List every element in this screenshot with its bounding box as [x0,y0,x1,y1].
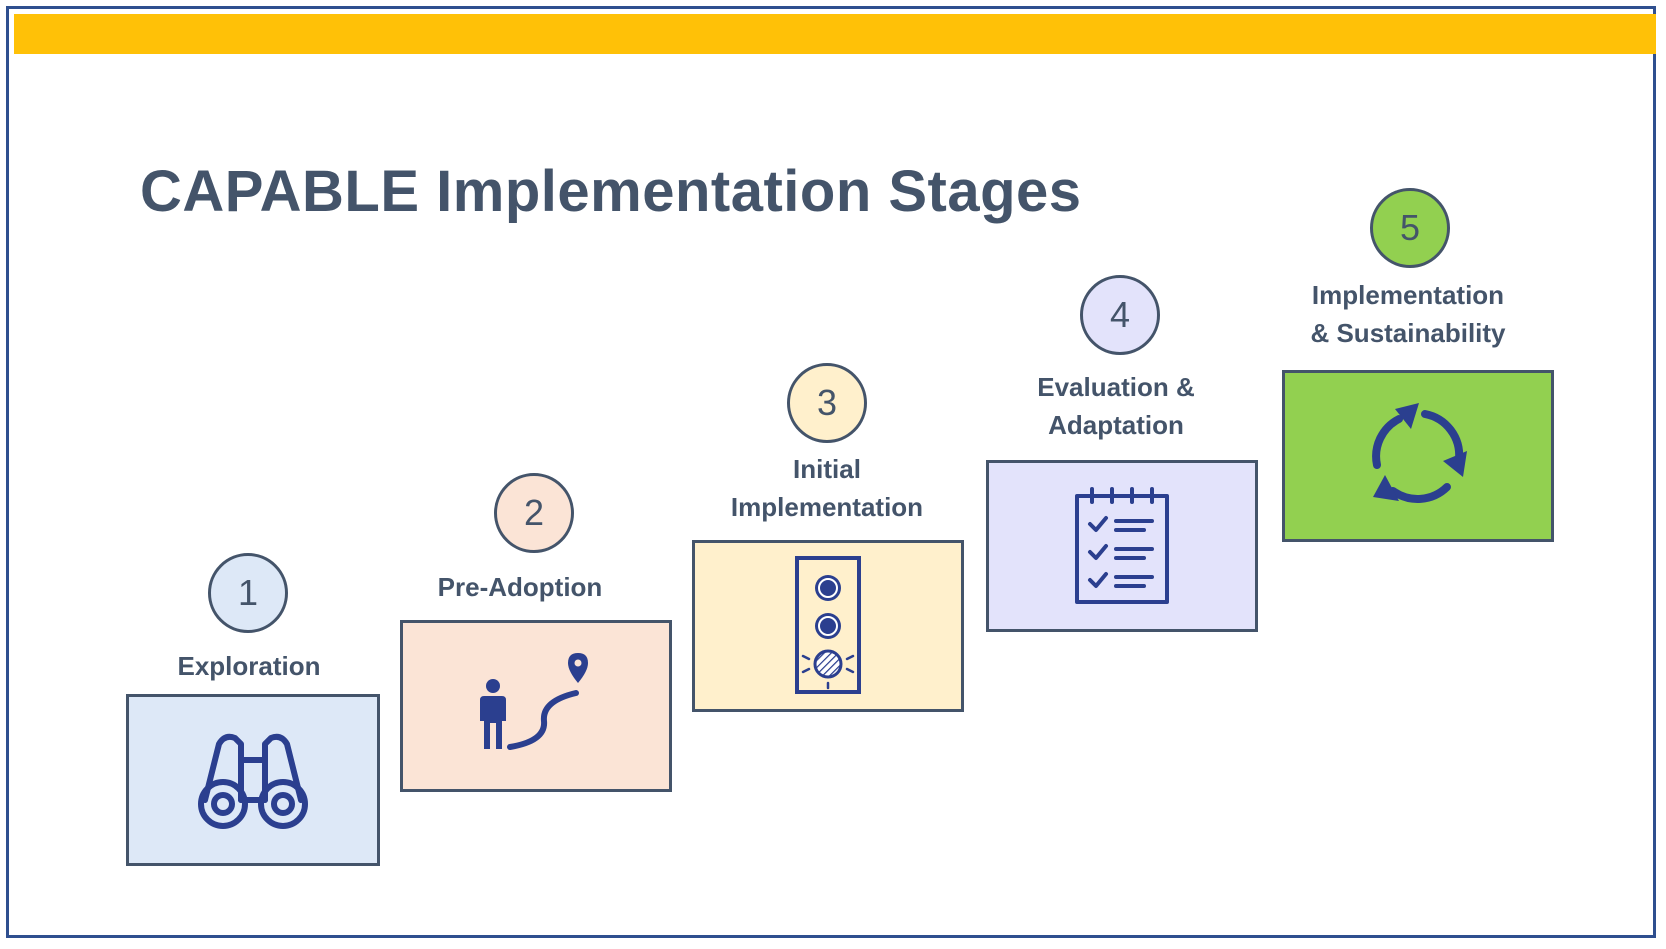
stage-3-label-line-2: Implementation [730,492,924,522]
stage-1-number: 1 [237,572,259,613]
traffic-light-icon [795,556,861,694]
slide-title: CAPABLE Implementation Stages [140,159,1082,224]
stage-3-number-circle: 3 [787,363,867,443]
stage-1-number-circle: 1 [208,553,288,633]
stage-4-number-circle: 4 [1080,275,1160,355]
stage-5-number: 5 [1399,207,1421,248]
stage-1-box [126,694,380,866]
stage-3-label-line-1: Initial [793,454,861,484]
stage-2-label-line-1: Pre-Adoption [437,572,603,602]
stage-4-label: Evaluation & Adaptation [986,368,1246,444]
stage-3-number: 3 [816,382,838,423]
binoculars-icon [198,733,308,829]
stage-2-box [400,620,672,792]
stage-4-label-line-1: Evaluation & [1037,372,1195,402]
stage-2-number-circle: 2 [494,473,574,553]
stage-5-label-line-1: Implementation [1311,280,1505,310]
stage-2-label: Pre-Adoption [400,568,640,606]
checklist-icon [1075,487,1169,604]
stage-5-box [1282,370,1554,542]
stage-1-label: Exploration [126,647,372,685]
top-accent-bar [14,14,1656,54]
person-path-icon [480,653,588,750]
stage-3-label: Initial Implementation [692,450,962,526]
stage-4-box [986,460,1258,632]
stage-5-number-circle: 5 [1370,188,1450,268]
stage-2-number: 2 [523,492,545,533]
stage-4-number: 4 [1109,294,1131,335]
stage-5-label-line-2: & Sustainability [1310,318,1506,348]
stage-4-label-line-2: Adaptation [1048,410,1184,440]
stage-1-label-line-1: Exploration [177,651,321,681]
stage-5-label: Implementation & Sustainability [1268,276,1548,352]
recycle-arrows-icon [1372,403,1467,503]
stage-3-box [692,540,964,712]
